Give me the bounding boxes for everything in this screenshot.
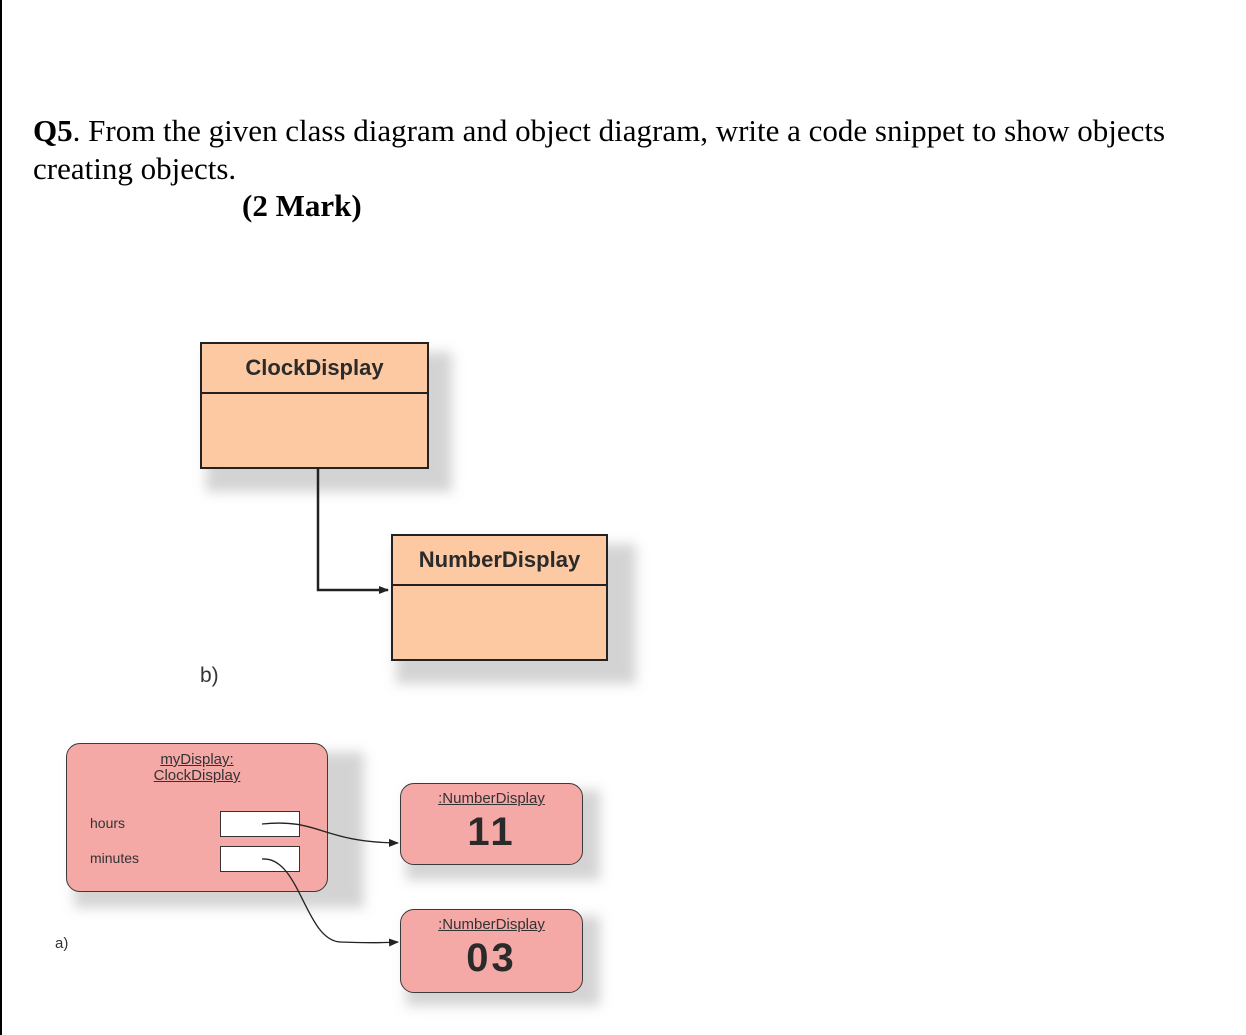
mydisplay-object-class: ClockDisplay xyxy=(153,767,241,784)
numberdisplay-object-title: :NumberDisplay xyxy=(438,916,545,933)
numberdisplay-class-name: NumberDisplay xyxy=(393,536,606,586)
hours-reference-slot xyxy=(220,811,300,837)
mydisplay-object-name: myDisplay: xyxy=(160,751,234,768)
hours-reference-arrow xyxy=(261,822,399,847)
minutes-reference-arrow xyxy=(261,858,399,947)
composition-arrow xyxy=(316,469,389,594)
class-diagram-label: b) xyxy=(200,664,219,687)
minutes-field-label: minutes xyxy=(90,850,140,866)
object-diagram-label: a) xyxy=(55,935,69,952)
numberdisplay-object-title: :NumberDisplay xyxy=(438,790,545,807)
hours-value: 11 xyxy=(467,810,516,854)
minutes-value: 03 xyxy=(466,936,517,980)
clockdisplay-class-box: ClockDisplay xyxy=(200,342,429,469)
numberdisplay-object-minutes: :NumberDisplay 03 xyxy=(400,909,583,993)
question-number: Q5 xyxy=(33,113,73,148)
question-marks: (2 Mark) xyxy=(242,188,362,223)
numberdisplay-object-hours: :NumberDisplay 11 xyxy=(400,783,583,865)
question-body: . From the given class diagram and objec… xyxy=(33,113,1166,186)
minutes-reference-slot xyxy=(220,846,300,872)
question-text: Q5. From the given class diagram and obj… xyxy=(33,112,1223,188)
clockdisplay-class-name: ClockDisplay xyxy=(202,344,427,394)
mydisplay-object-box: myDisplay: ClockDisplay hours minutes xyxy=(66,743,328,892)
page-left-border xyxy=(0,0,2,1035)
numberdisplay-class-box: NumberDisplay xyxy=(391,534,608,661)
hours-field-label: hours xyxy=(90,815,126,831)
